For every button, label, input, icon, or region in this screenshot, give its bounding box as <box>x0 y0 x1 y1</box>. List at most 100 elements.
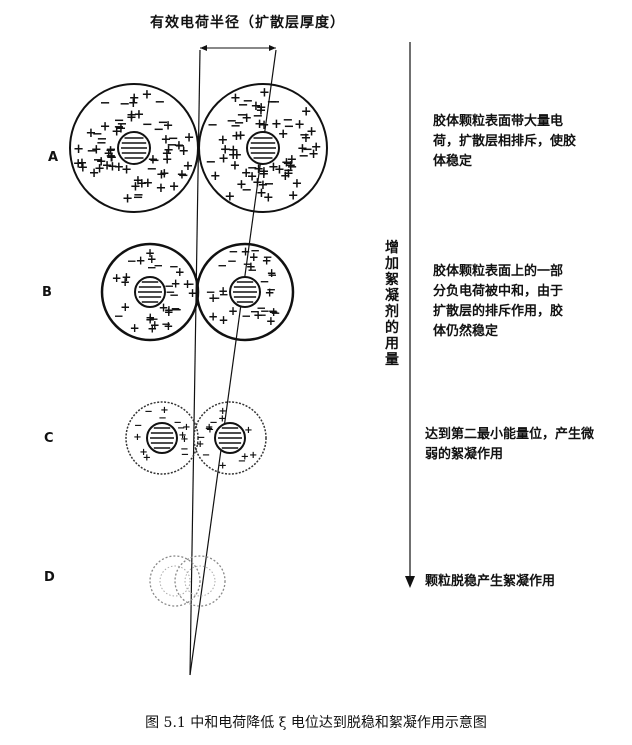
charge-sign: − <box>205 424 213 435</box>
charge-sign: − <box>180 444 188 455</box>
charge-sign: − <box>209 418 217 429</box>
charge-sign: + <box>164 305 174 319</box>
charge-sign: + <box>291 177 302 192</box>
charge-sign: + <box>113 160 124 175</box>
row-description-c: 达到第二最小能量位，产生微弱的絮凝作用 <box>425 427 595 462</box>
charge-sign: + <box>150 318 160 332</box>
charge-sign: + <box>230 159 241 174</box>
charge-sign: + <box>231 129 242 144</box>
charge-sign: − <box>161 317 171 331</box>
charge-sign: + <box>77 160 88 175</box>
charge-sign: − <box>241 309 251 323</box>
charge-sign: + <box>253 162 264 177</box>
charge-sign: + <box>139 447 147 458</box>
charge-sign: + <box>121 270 131 284</box>
charge-sign: − <box>127 254 137 268</box>
charge-sign: − <box>266 283 276 297</box>
charge-sign: − <box>283 163 294 178</box>
charge-sign: + <box>208 291 218 305</box>
charge-sign: + <box>94 162 105 177</box>
charge-sign: + <box>126 108 137 123</box>
particle-pair-b: +−++++−−+++−+−−−++−++−++−−−+−+−+++−−−−−+… <box>100 242 295 342</box>
charge-sign: − <box>266 95 277 110</box>
charge-sign: + <box>107 160 118 175</box>
charge-sign: + <box>218 284 228 298</box>
charge-sign: + <box>182 159 193 174</box>
charge-sign: − <box>178 169 189 184</box>
charge-sign: + <box>180 434 188 445</box>
charge-sign: + <box>73 142 84 157</box>
charge-sign: + <box>121 162 132 177</box>
charge-sign: + <box>126 111 137 126</box>
charge-sign: + <box>145 312 155 326</box>
charge-sign: + <box>244 425 252 436</box>
charge-sign: + <box>130 321 140 335</box>
charge-sign: − <box>142 118 153 133</box>
charge-sign: − <box>158 413 166 424</box>
charge-sign: + <box>241 111 252 126</box>
charge-sign: + <box>182 277 192 291</box>
charge-sign: + <box>263 190 274 205</box>
charge-sign: + <box>267 266 277 280</box>
charge-sign: − <box>267 268 277 282</box>
charge-sign: + <box>120 300 130 314</box>
charge-sign: − <box>247 263 257 277</box>
charge-sign: + <box>158 300 168 314</box>
charge-sign: + <box>231 148 242 163</box>
charge-sign: + <box>219 406 227 417</box>
charge-sign: + <box>258 165 269 180</box>
charge-sign: − <box>96 136 107 151</box>
charge-sign: + <box>120 275 130 289</box>
charge-sign: + <box>161 132 172 147</box>
charge-sign: − <box>144 406 152 417</box>
charge-sign: − <box>134 421 142 432</box>
charge-sign: − <box>185 277 195 291</box>
charge-sign: − <box>149 312 159 326</box>
charge-sign: + <box>278 127 289 142</box>
charge-sign: − <box>207 118 218 133</box>
charge-sign: + <box>268 160 279 175</box>
charge-sign: + <box>129 91 140 106</box>
charge-sign: + <box>142 87 153 102</box>
charge-sign: + <box>235 128 246 143</box>
charge-sign: + <box>184 130 195 145</box>
charge-sign: + <box>162 153 173 168</box>
row-label-d: D <box>44 570 55 585</box>
charge-sign: + <box>187 286 197 300</box>
particle-pair-a: −++++−−+++−−−+−−+−−+++−−++++++++++−+−−+−… <box>69 83 328 213</box>
charge-sign: + <box>89 166 100 181</box>
charge-sign: + <box>100 120 111 135</box>
charge-sign: − <box>226 114 237 129</box>
charge-sign: − <box>105 149 116 164</box>
charge-sign: + <box>297 142 308 157</box>
charge-sign: + <box>163 143 174 158</box>
charge-sign: − <box>154 95 165 110</box>
charge-sign: + <box>205 422 213 433</box>
charge-sign: + <box>156 181 167 196</box>
charge-sign: − <box>169 260 179 274</box>
charge-sign: + <box>163 119 174 134</box>
charge-sign: − <box>270 306 280 320</box>
charge-sign: − <box>147 260 157 274</box>
charge-sign: + <box>266 314 276 328</box>
charge-sign: − <box>270 95 281 110</box>
charge-sign: − <box>92 127 103 142</box>
charge-sign: + <box>311 140 322 155</box>
charge-sign: + <box>136 177 147 192</box>
charge-sign: − <box>264 177 275 192</box>
charge-sign: + <box>133 174 144 189</box>
charge-sign: + <box>96 155 107 170</box>
charge-sign: + <box>269 305 279 319</box>
charge-sign: − <box>133 188 144 203</box>
charge-sign: + <box>103 147 114 162</box>
charge-sign: + <box>133 432 141 443</box>
charge-sign: − <box>259 274 269 288</box>
charge-sign: + <box>163 319 173 333</box>
charge-sign: − <box>86 144 97 159</box>
charge-sign: − <box>158 116 169 131</box>
figure-caption: 图 5.1 中和电荷降低 ξ 电位达到脱稳和絮凝作用示意图 <box>145 715 487 731</box>
charge-sign: − <box>153 123 164 138</box>
row-description-d: 颗粒脱稳产生絮凝作用 <box>425 574 556 589</box>
charge-sign: − <box>96 132 107 147</box>
charge-sign: + <box>288 189 299 204</box>
